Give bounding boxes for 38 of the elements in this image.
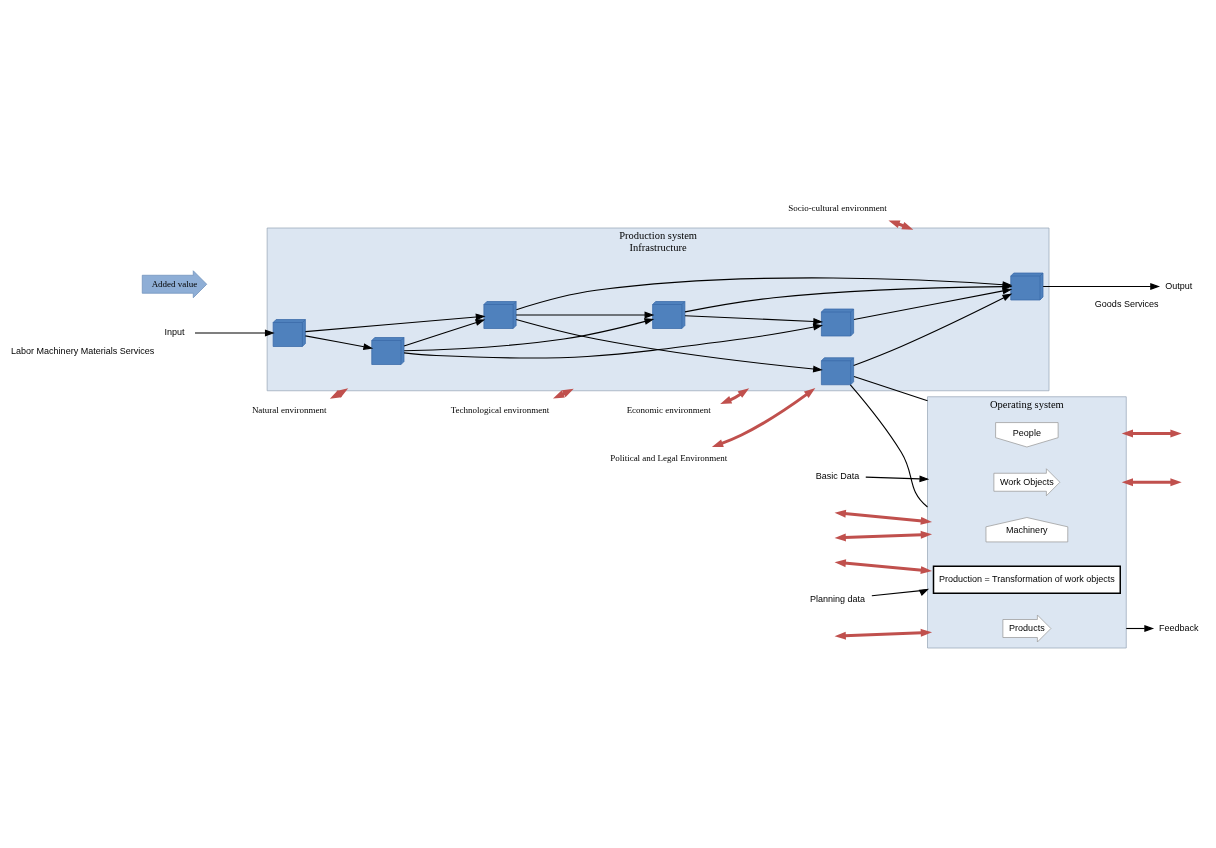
arrow bbox=[711, 387, 816, 447]
arrow bbox=[684, 314, 824, 325]
node-text: Basic Data bbox=[815, 470, 860, 481]
arrow bbox=[853, 293, 1013, 366]
arrow bbox=[834, 628, 933, 640]
node-label: Goods Services bbox=[1094, 298, 1159, 309]
arrow bbox=[515, 318, 823, 372]
node-text: Input bbox=[164, 326, 185, 337]
arrow bbox=[304, 313, 486, 332]
arrow bbox=[834, 509, 932, 525]
arrow bbox=[1121, 429, 1182, 437]
node-text: Natural environment bbox=[251, 404, 327, 415]
arrow bbox=[1125, 624, 1155, 632]
arrow bbox=[834, 530, 933, 541]
node-text: Economic environment bbox=[626, 404, 711, 415]
arrow bbox=[515, 311, 655, 318]
arrow bbox=[403, 318, 486, 347]
arrow bbox=[403, 323, 823, 359]
arrow bbox=[194, 329, 275, 336]
node-box: Production = Transformation of work objects bbox=[932, 565, 1121, 594]
arrow bbox=[304, 334, 374, 350]
node-text: Technological environment bbox=[450, 404, 550, 415]
node-label: Labor Machinery Materials Services bbox=[11, 345, 155, 356]
node-text: Planning data bbox=[809, 593, 866, 604]
node-text: Feedback bbox=[1158, 622, 1199, 633]
connector bbox=[849, 383, 929, 508]
arrow bbox=[865, 474, 930, 482]
arrow bbox=[1042, 282, 1160, 290]
arrow bbox=[853, 287, 1013, 320]
node-text: Political and Legal Environment bbox=[610, 452, 728, 463]
arrow bbox=[834, 558, 932, 574]
arrow bbox=[403, 317, 655, 351]
node-text: Socio-cultural environment bbox=[788, 202, 887, 213]
arrow bbox=[1121, 477, 1182, 486]
node-text: Output bbox=[1165, 280, 1193, 291]
arrow bbox=[329, 387, 349, 399]
connector bbox=[853, 375, 929, 401]
arrow bbox=[871, 588, 930, 596]
